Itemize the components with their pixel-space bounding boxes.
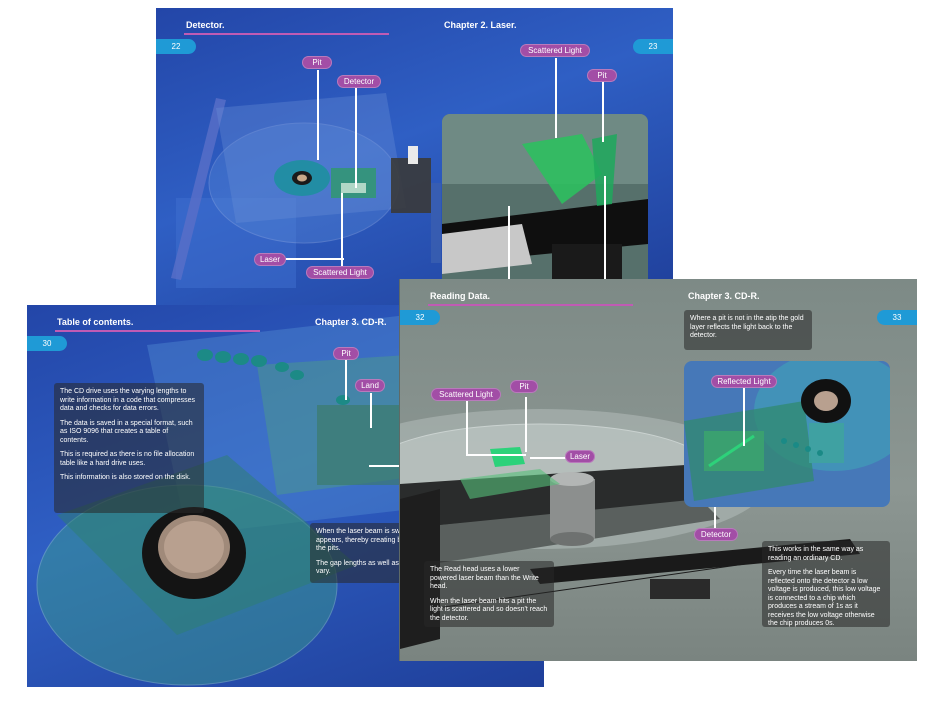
slide-top-inset xyxy=(442,114,648,292)
label-scattered-light: Scattered Light xyxy=(306,266,374,279)
text-paragraph: The data is saved in a special format, s… xyxy=(60,419,193,444)
page-number-30[interactable]: 30 xyxy=(27,336,67,351)
label-reflected-light: Reflected Light xyxy=(711,375,777,388)
leader-line xyxy=(555,58,557,138)
text-paragraph: The Read head uses a lower powered laser… xyxy=(430,566,539,590)
text-panel-cd-drive: The CD drive uses the varying lengths to… xyxy=(54,383,204,513)
text-paragraph: This works in the same way as reading an… xyxy=(768,546,864,562)
leader-line xyxy=(355,88,357,188)
leader-line xyxy=(602,82,604,142)
slide-br-illustration xyxy=(400,409,860,649)
page-number-32[interactable]: 32 xyxy=(400,310,440,325)
text-paragraph: The CD drive uses the varying lengths to… xyxy=(60,388,196,412)
slide-top-title-rule xyxy=(184,33,389,35)
leader-line xyxy=(525,397,527,452)
slide-bl-title-rule xyxy=(55,330,260,332)
leader-line xyxy=(341,193,343,268)
label-detector: Detector xyxy=(694,528,738,541)
text-paragraph: When the laser beam is swit pit appears,… xyxy=(316,528,424,552)
label-pit: Pit xyxy=(302,56,332,69)
slide-top-title-right: Chapter 2. Laser. xyxy=(444,20,517,30)
label-laser: Laser xyxy=(254,253,286,266)
slide-br-inset xyxy=(684,361,890,507)
leader-line xyxy=(286,258,344,260)
leader-line xyxy=(466,401,468,456)
label-land: Land xyxy=(355,379,385,392)
leader-line xyxy=(714,507,716,529)
leader-line xyxy=(345,360,347,400)
leader-line xyxy=(369,465,404,467)
slide-top-illustration xyxy=(171,93,441,288)
leader-line xyxy=(743,386,745,446)
leader-line xyxy=(508,206,510,305)
label-pit: Pit xyxy=(333,347,359,360)
slide-top-title-left: Detector. xyxy=(186,20,225,30)
label-scattered-light: Scattered Light xyxy=(520,44,590,57)
text-paragraph: This information is also stored on the d… xyxy=(60,474,191,481)
text-paragraph: Where a pit is not in the atip the gold … xyxy=(690,315,804,339)
text-panel-gold-layer: Where a pit is not in the atip the gold … xyxy=(684,310,812,350)
label-pit: Pit xyxy=(510,380,538,393)
text-panel-detector-voltage: This works in the same way as reading an… xyxy=(762,541,890,627)
slide-reading-data: Reading Data. Chapter 3. CD-R. 32 33 Whe… xyxy=(400,279,917,661)
text-paragraph: The gap lengths as well as t lengths var… xyxy=(316,559,428,576)
label-scattered-light: Scattered Light xyxy=(431,388,501,401)
slide-detector-laser: Detector. Chapter 2. Laser. 22 23 Pit De… xyxy=(156,8,673,305)
text-paragraph: This is required as there is no file all… xyxy=(60,451,195,467)
page-number-33[interactable]: 33 xyxy=(877,310,917,325)
label-pit: Pit xyxy=(587,69,617,82)
leader-line xyxy=(466,454,526,456)
text-paragraph: When the laser beam hits a pit the light… xyxy=(430,597,548,622)
page-number-22[interactable]: 22 xyxy=(156,39,196,54)
page-number-23[interactable]: 23 xyxy=(633,39,673,54)
text-panel-read-head: The Read head uses a lower powered laser… xyxy=(424,561,554,627)
label-laser: Laser xyxy=(565,450,595,463)
slide-br-title-left: Reading Data. xyxy=(430,291,491,301)
slide-br-title-right: Chapter 3. CD-R. xyxy=(688,291,760,301)
leader-line xyxy=(530,457,570,459)
slide-br-title-rule xyxy=(428,304,633,306)
label-detector: Detector xyxy=(337,75,381,88)
leader-line xyxy=(604,176,606,305)
leader-line xyxy=(370,393,372,428)
slide-bl-title-right: Chapter 3. CD-R. xyxy=(315,317,387,327)
leader-line xyxy=(317,70,319,160)
slide-bl-title-left: Table of contents. xyxy=(57,317,134,327)
text-paragraph: Every time the laser beam is reflected o… xyxy=(768,569,881,627)
